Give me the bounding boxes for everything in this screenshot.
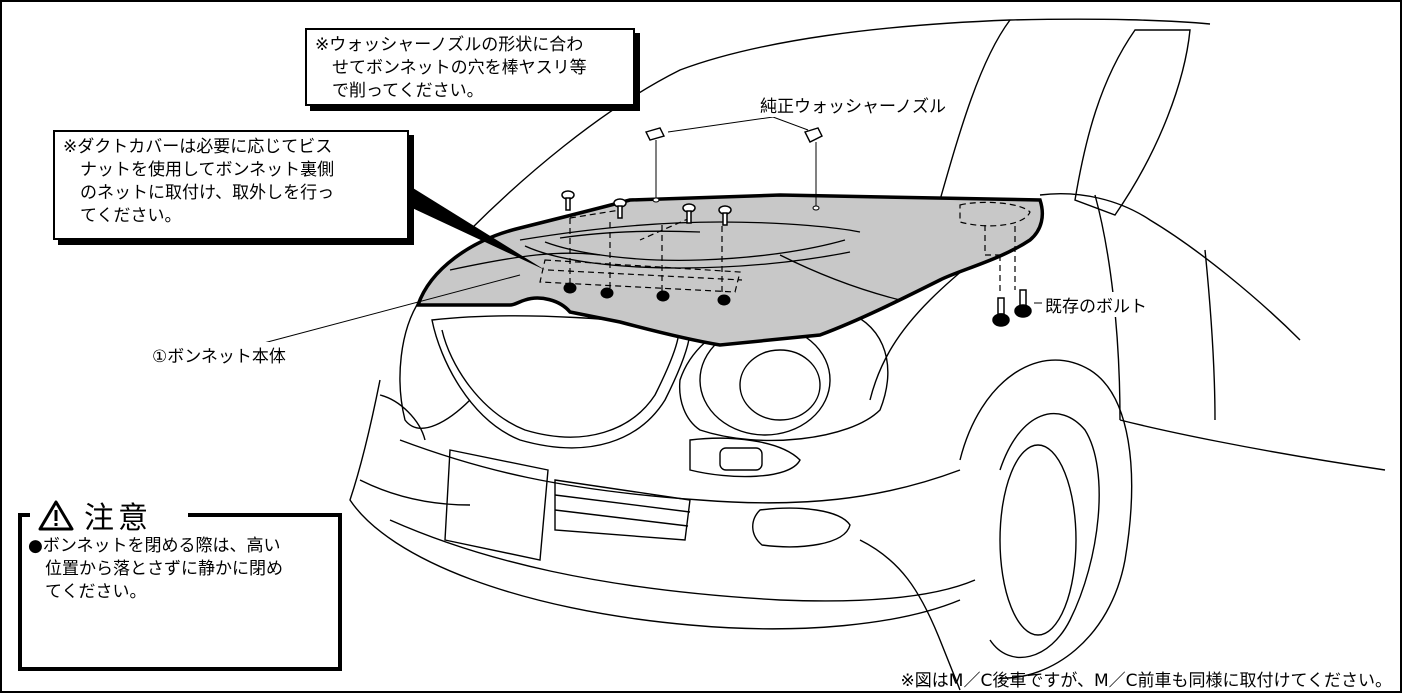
caution-box: 注意 ●ボンネットを閉める際は、高い 位置から落とさずに静かに閉め てください。 (18, 493, 342, 671)
footnote: ※図はM／C後車ですが、M／C前車も同様に取付けてください。 (900, 671, 1392, 691)
duct-note-line-4: てください。 (80, 206, 182, 226)
caution-line-3: てください。 (45, 582, 147, 602)
caution-text: ●ボンネットを閉める際は、高い 位置から落とさずに静かに閉め てください。 (28, 535, 338, 604)
washer-note-line-1: ※ウォッシャーノズルの形状に合わ (315, 35, 584, 55)
warning-triangle-icon (38, 500, 74, 531)
caution-line-1: ●ボンネットを閉める際は、高い (28, 536, 281, 556)
existing-bolt-label: 既存のボルト (1045, 292, 1147, 317)
caution-title: 注意 (84, 501, 152, 536)
duct-note-line-1: ※ダクトカバーは必要に応じてビス (63, 137, 333, 157)
duct-note-line-2: ナットを使用してボンネット裏側 (80, 160, 335, 180)
duct-cover-note: ※ダクトカバーは必要に応じてビス ナットを使用してボンネット裏側 のネットに取付… (53, 130, 409, 240)
washer-nozzle-note: ※ウォッシャーノズルの形状に合わ せてボンネットの穴を棒ヤスリ等 で削ってくださ… (305, 28, 635, 106)
caution-top-border-right (188, 513, 342, 517)
genuine-washer-nozzle-label: 純正ウォッシャーノズル (760, 92, 946, 117)
caution-heading: 注意 (30, 493, 160, 537)
washer-note-line-3: で削ってください。 (332, 81, 484, 101)
caution-top-border-left (18, 513, 32, 517)
bonnet-body-label: ①ボンネット本体 (152, 342, 286, 367)
washer-note-line-2: せてボンネットの穴を棒ヤスリ等 (332, 58, 587, 78)
duct-note-line-3: のネットに取付け、取外しを行っ (80, 183, 335, 203)
caution-line-2: 位置から落とさずに静かに閉め (45, 559, 283, 579)
